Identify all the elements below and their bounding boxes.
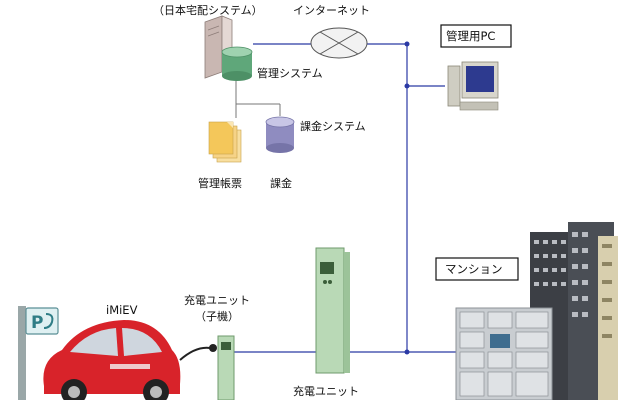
charging-unit-child-label-line1: 充電ユニット [184, 293, 250, 307]
management-database-icon [221, 46, 253, 81]
mansion-label: マンション [445, 262, 503, 276]
billing-system-label: 課金システム [300, 119, 366, 133]
junction-dot [404, 349, 410, 355]
mansion-box: マンション [435, 257, 519, 281]
locker-icon [455, 307, 553, 400]
top-system-label: （日本宅配システム） [153, 3, 263, 17]
charging-unit-icon [315, 247, 350, 374]
admin-pc-label: 管理用PC [446, 29, 495, 43]
ledger-icon [208, 121, 242, 163]
charging-unit-child-label-line2: （子機） [195, 309, 239, 323]
imiev-label: iMiEV [106, 303, 138, 317]
junction-dot [404, 83, 410, 89]
billing-database-icon [265, 116, 295, 153]
computer-icon [447, 61, 499, 111]
admin-pc-box: 管理用PC [440, 24, 512, 48]
parking-sign-icon: P [18, 306, 59, 400]
internet-icon [310, 27, 368, 59]
charging-unit-label: 充電ユニット [293, 384, 359, 398]
parking-sign-letter: P [31, 313, 43, 333]
child-charging-unit-icon [209, 335, 235, 400]
management-ledger-label: 管理帳票 [198, 176, 242, 190]
network-lines [232, 41, 460, 355]
electric-car-icon [43, 320, 211, 400]
junction-dot [404, 41, 410, 47]
billing-label: 課金 [270, 176, 292, 190]
internet-label: インターネット [293, 4, 370, 17]
management-system-label: 管理システム [257, 66, 323, 80]
